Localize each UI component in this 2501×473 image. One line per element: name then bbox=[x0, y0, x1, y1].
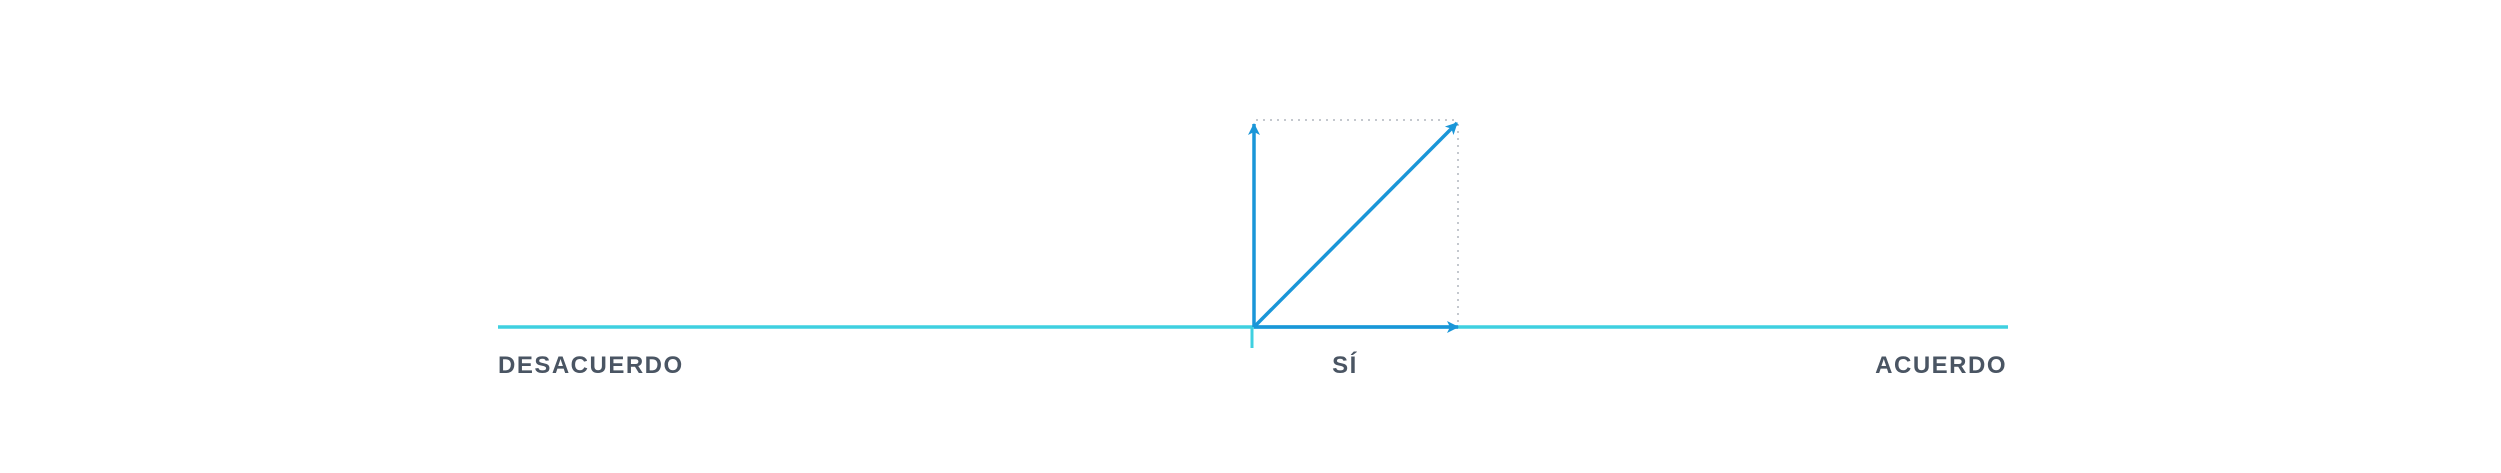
resultant-vector-arrow bbox=[1252, 121, 1459, 329]
label-disagreement: DESACUERDO bbox=[498, 352, 684, 379]
label-yes: SÍ bbox=[1332, 351, 1358, 379]
label-agreement: ACUERDO bbox=[1875, 352, 2007, 379]
